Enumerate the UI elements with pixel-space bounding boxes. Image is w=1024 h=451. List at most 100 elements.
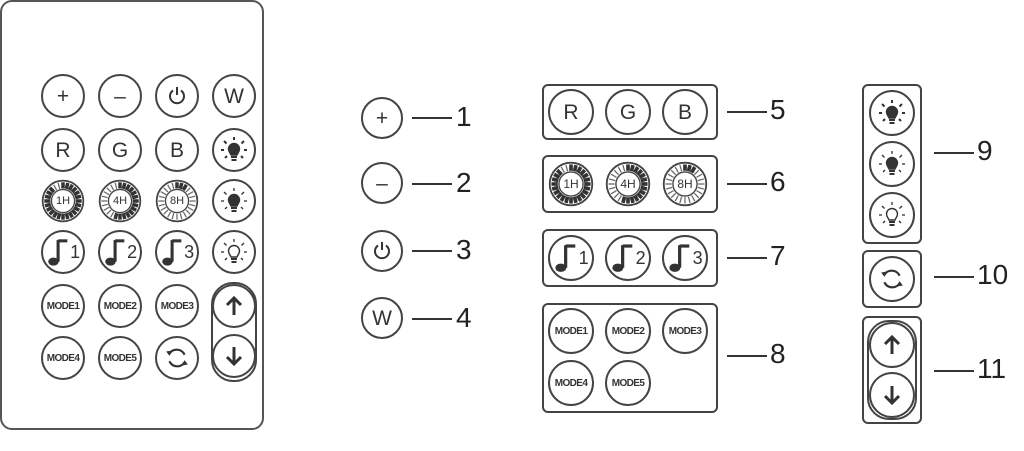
button-label: MODE4 [554, 377, 588, 389]
arrow-capsule [867, 320, 917, 420]
mode5-button[interactable]: MODE5 [98, 336, 142, 380]
callout-number-2: 2 [456, 167, 472, 198]
music-note-icon [669, 244, 690, 272]
timer-ring-icon [155, 179, 199, 223]
button-label: – [114, 84, 126, 108]
callout-number-10: 10 [977, 259, 1009, 290]
timer-label: 8H [169, 195, 185, 207]
mode2-button[interactable]: MODE2 [605, 308, 651, 354]
mode3-button[interactable]: MODE3 [662, 308, 708, 354]
timer-ring-icon [548, 161, 594, 207]
callout-number-9: 9 [977, 135, 993, 166]
cycle-button[interactable] [869, 256, 915, 302]
music-button[interactable]: 3 [155, 230, 199, 274]
timer-1h-button[interactable]: 1H [41, 179, 85, 223]
brightness-button[interactable] [212, 179, 256, 223]
w-button[interactable]: W [212, 74, 256, 118]
callout-line-6 [727, 183, 767, 185]
plus-button[interactable]: + [41, 74, 85, 118]
minus-button[interactable]: – [361, 162, 403, 204]
bulb-medium-icon [879, 151, 905, 175]
b-button[interactable]: B [155, 128, 199, 172]
callout-line-4 [412, 318, 452, 320]
bulb-dim-icon [221, 239, 247, 263]
callout-number-3: 3 [456, 234, 472, 265]
g-color-button[interactable]: G [605, 89, 651, 135]
mode4-button[interactable]: MODE4 [41, 336, 85, 380]
mode2-button[interactable]: MODE2 [98, 284, 142, 328]
g-button[interactable]: G [98, 128, 142, 172]
callout-line-10 [934, 276, 974, 278]
cycle-icon [881, 269, 903, 289]
power-button[interactable] [155, 74, 199, 118]
timer-ring-icon [98, 179, 142, 223]
music-group [542, 229, 718, 287]
white-button[interactable]: W [361, 297, 403, 339]
callout-number-5: 5 [770, 94, 786, 125]
timer-4h-button[interactable]: 4H [605, 161, 651, 207]
music-1-button[interactable]: 1 [548, 235, 594, 281]
button-label: G [111, 138, 129, 162]
plus-button[interactable]: + [361, 97, 403, 139]
minus-label: – [376, 171, 388, 195]
music-button[interactable]: 2 [98, 230, 142, 274]
r-button[interactable]: R [41, 128, 85, 172]
arrow-down-icon [883, 386, 901, 406]
brightness-button[interactable] [212, 230, 256, 274]
button-label: + [56, 84, 70, 108]
mode4-button[interactable]: MODE4 [548, 360, 594, 406]
callout-line-5 [727, 111, 767, 113]
timer-1h-button[interactable]: 1H [548, 161, 594, 207]
button-label: G [619, 100, 637, 124]
brightness-level-button[interactable] [869, 90, 915, 136]
brightness-button[interactable] [212, 128, 256, 172]
timer-label: 1H [563, 177, 579, 191]
button-label: B [169, 138, 184, 162]
plus-label: + [375, 106, 389, 130]
music-note-icon [612, 244, 633, 272]
mode1-button[interactable]: MODE1 [41, 284, 85, 328]
music-2-button[interactable]: 2 [605, 235, 651, 281]
callout-number-1: 1 [456, 101, 472, 132]
timer-8h-button[interactable]: 8H [662, 161, 708, 207]
button-label: MODE3 [668, 325, 702, 337]
power-button[interactable] [361, 230, 403, 272]
music-3-button[interactable]: 3 [662, 235, 708, 281]
mode3-button[interactable]: MODE3 [155, 284, 199, 328]
minus-button[interactable]: – [98, 74, 142, 118]
callout-number-11: 11 [977, 353, 1007, 384]
cycle-icon [166, 348, 188, 368]
arrow-down-button[interactable] [869, 372, 915, 418]
mode5-button[interactable]: MODE5 [605, 360, 651, 406]
timer-8h-button[interactable]: 8H [155, 179, 199, 223]
power-icon [169, 87, 185, 105]
button-label: R [55, 138, 71, 162]
arrow-up-button[interactable] [212, 284, 256, 328]
bulb-bright-icon [879, 100, 905, 124]
mode1-button[interactable]: MODE1 [548, 308, 594, 354]
b-color-button[interactable]: B [662, 89, 708, 135]
r-color-button[interactable]: R [548, 89, 594, 135]
button-label: MODE2 [103, 300, 137, 312]
button-label: MODE4 [46, 352, 80, 364]
cycle-group [862, 250, 922, 308]
music-note-icon [555, 244, 576, 272]
arrow-up-button[interactable] [869, 322, 915, 368]
timer-label: 1H [55, 195, 71, 207]
callout-line-9 [934, 152, 974, 154]
button-label: MODE3 [160, 300, 194, 312]
arrow-up-icon [883, 334, 901, 354]
brightness-level-button[interactable] [869, 192, 915, 238]
timer-ring-icon [662, 161, 708, 207]
cycle-button[interactable] [155, 336, 199, 380]
button-label: B [677, 100, 692, 124]
timer-group [542, 155, 718, 213]
button-label: MODE5 [103, 352, 137, 364]
music-button[interactable]: 1 [41, 230, 85, 274]
bulb-bright-icon [221, 137, 247, 161]
button-label: MODE1 [46, 300, 80, 312]
arrow-down-button[interactable] [212, 334, 256, 378]
timer-4h-button[interactable]: 4H [98, 179, 142, 223]
brightness-level-button[interactable] [869, 141, 915, 187]
callout-number-6: 6 [770, 166, 786, 197]
